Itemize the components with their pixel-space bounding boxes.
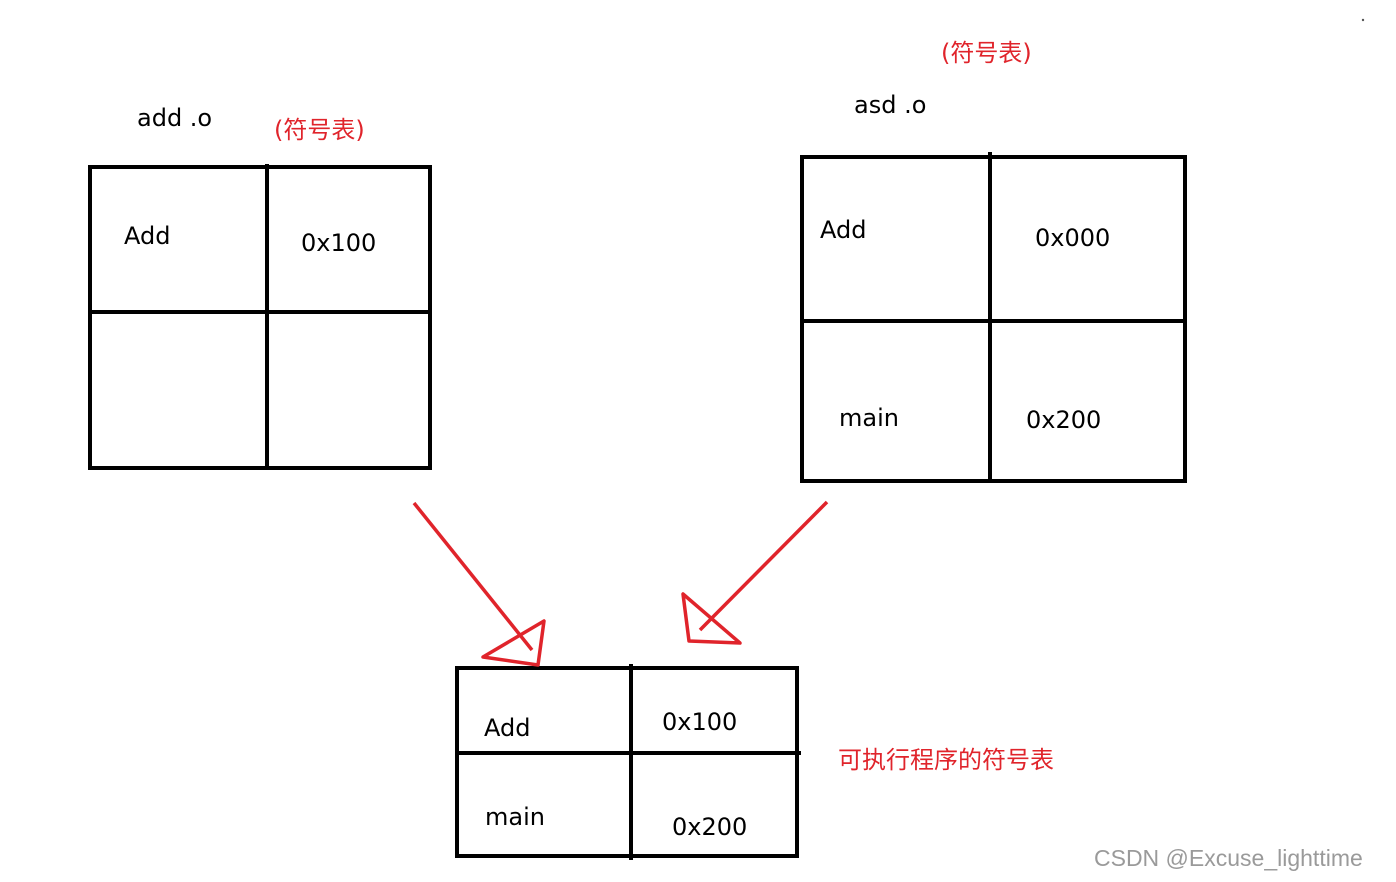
arrow-add-o-to-executable [412,501,546,667]
asd-o-row1-symbol: Add [820,216,867,244]
stray-dot [1361,18,1365,22]
executable-row2-symbol: main [485,803,545,831]
watermark: CSDN @Excuse_lighttime [1094,845,1363,871]
asd-o-row1-address: 0x000 [1035,224,1111,252]
add-o-table-border [88,164,432,470]
executable-table-border [455,664,801,860]
asd-o-row2-address: 0x200 [1026,406,1102,434]
asd-o-table-caption: (符号表) [941,39,1032,67]
arrow-asd-o-to-executable [681,500,829,645]
asd-o-row2-symbol: main [839,404,899,432]
asd-o-table-border [800,152,1187,483]
executable-row2-address: 0x200 [672,813,748,841]
executable-table-caption: 可执行程序的符号表 [838,746,1054,774]
asd-o-file-label: asd .o [854,91,927,119]
executable-row1-address: 0x100 [662,708,738,736]
add-o-table-caption: (符号表) [274,116,365,144]
add-o-file-label: add .o [137,104,213,132]
add-o-row1-symbol: Add [124,222,171,250]
add-o-row1-address: 0x100 [301,229,377,257]
executable-row1-symbol: Add [484,714,531,742]
